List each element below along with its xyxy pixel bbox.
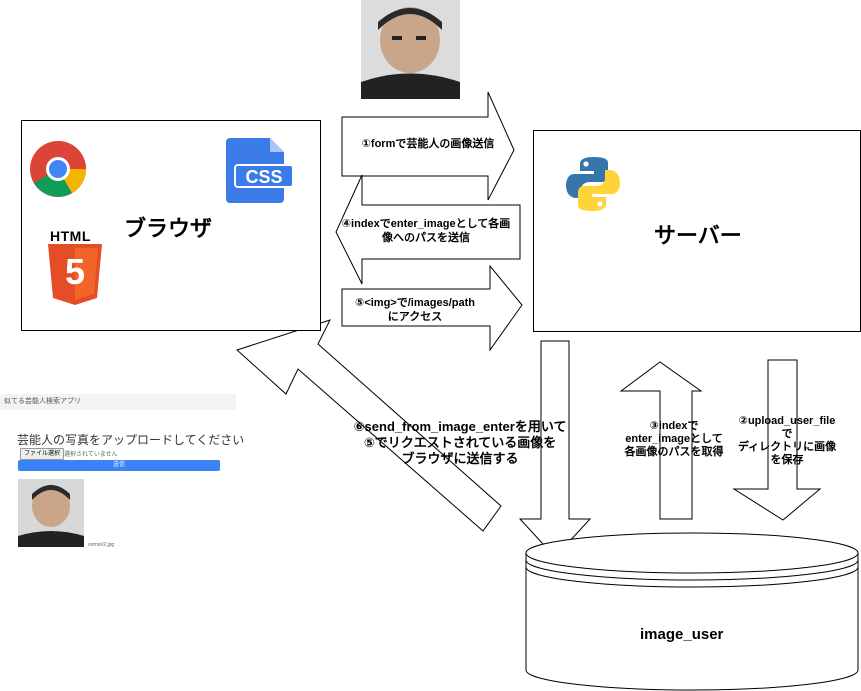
html-number-label: 5 xyxy=(64,251,86,292)
step2-line1: ②upload_user_file xyxy=(738,415,836,427)
arrow-step3 xyxy=(619,361,703,520)
arrow-step4 xyxy=(335,174,521,285)
html5-icon: HTML 5 xyxy=(44,228,106,306)
arrow-step1-label: ①formで芸能人の画像送信 xyxy=(343,137,513,151)
step3-line1: ③indexで xyxy=(649,420,699,432)
css-badge-label: CSS xyxy=(234,164,294,188)
server-label: サーバー xyxy=(654,223,742,248)
step6-line3: ブラウザに送信する xyxy=(401,451,519,466)
step4-line1: ④indexでenter_imageとして各画 xyxy=(341,218,511,230)
webapp-title: 芸能人の写真をアップロードしてください xyxy=(17,433,245,447)
arrow-step4-label: ④indexでenter_imageとして各画 像へのパスを送信 xyxy=(326,217,526,245)
celebrity-photo-top xyxy=(361,0,460,99)
arrow-step3-label: ③indexで enter_imageとして 各画像のパスを取得 xyxy=(604,420,744,459)
step6-line1: ⑥send_from_image_enterを用いて xyxy=(353,419,567,434)
photo-caption: oomori2.jpg xyxy=(88,542,115,548)
step2-line4: を保存 xyxy=(770,454,804,466)
arrow-step6-label: ⑥send_from_image_enterを用いて ⑤でリクエストされている画… xyxy=(320,419,600,467)
html-badge-label: HTML xyxy=(50,228,91,244)
step2-line3: ディレクトリに画像 xyxy=(737,441,837,453)
submit-button[interactable]: 送信 xyxy=(18,460,220,471)
browser-label: ブラウザ xyxy=(124,216,213,241)
arrow-step5 xyxy=(341,264,523,352)
step2-line2: で xyxy=(781,428,793,440)
step4-line2: 像へのパスを送信 xyxy=(382,232,470,244)
step5-line2: にアクセス xyxy=(387,311,443,323)
file-status-text: 選択されていません xyxy=(64,452,118,458)
arrow-step2-label: ②upload_user_file で ディレクトリに画像 を保存 xyxy=(722,415,852,467)
python-icon xyxy=(566,157,620,211)
step5-line1: ⑤<img>で/images/path xyxy=(355,297,475,309)
step3-line3: 各画像のパスを取得 xyxy=(624,446,724,458)
css-file-icon: CSS xyxy=(224,136,295,203)
arrow-step5-label: ⑤<img>で/images/path にアクセス xyxy=(330,296,500,324)
webapp-header: 似てる芸能人検索アプリ xyxy=(0,394,236,410)
step3-line2: enter_imageとして xyxy=(625,433,723,445)
database-label: image_user xyxy=(640,626,724,643)
file-select-button[interactable]: ファイル選択 xyxy=(20,448,64,460)
arrow-step2 xyxy=(732,359,822,521)
arrow-step1 xyxy=(341,91,515,201)
arrow-server-to-db xyxy=(518,340,592,558)
chrome-icon xyxy=(30,141,86,197)
database-cylinder xyxy=(525,532,859,691)
step1-text: ①formで芸能人の画像送信 xyxy=(361,138,495,150)
step6-line2: ⑤でリクエストされている画像を xyxy=(363,435,557,450)
arrow-step6 xyxy=(236,319,502,532)
celebrity-photo-small xyxy=(18,479,84,547)
